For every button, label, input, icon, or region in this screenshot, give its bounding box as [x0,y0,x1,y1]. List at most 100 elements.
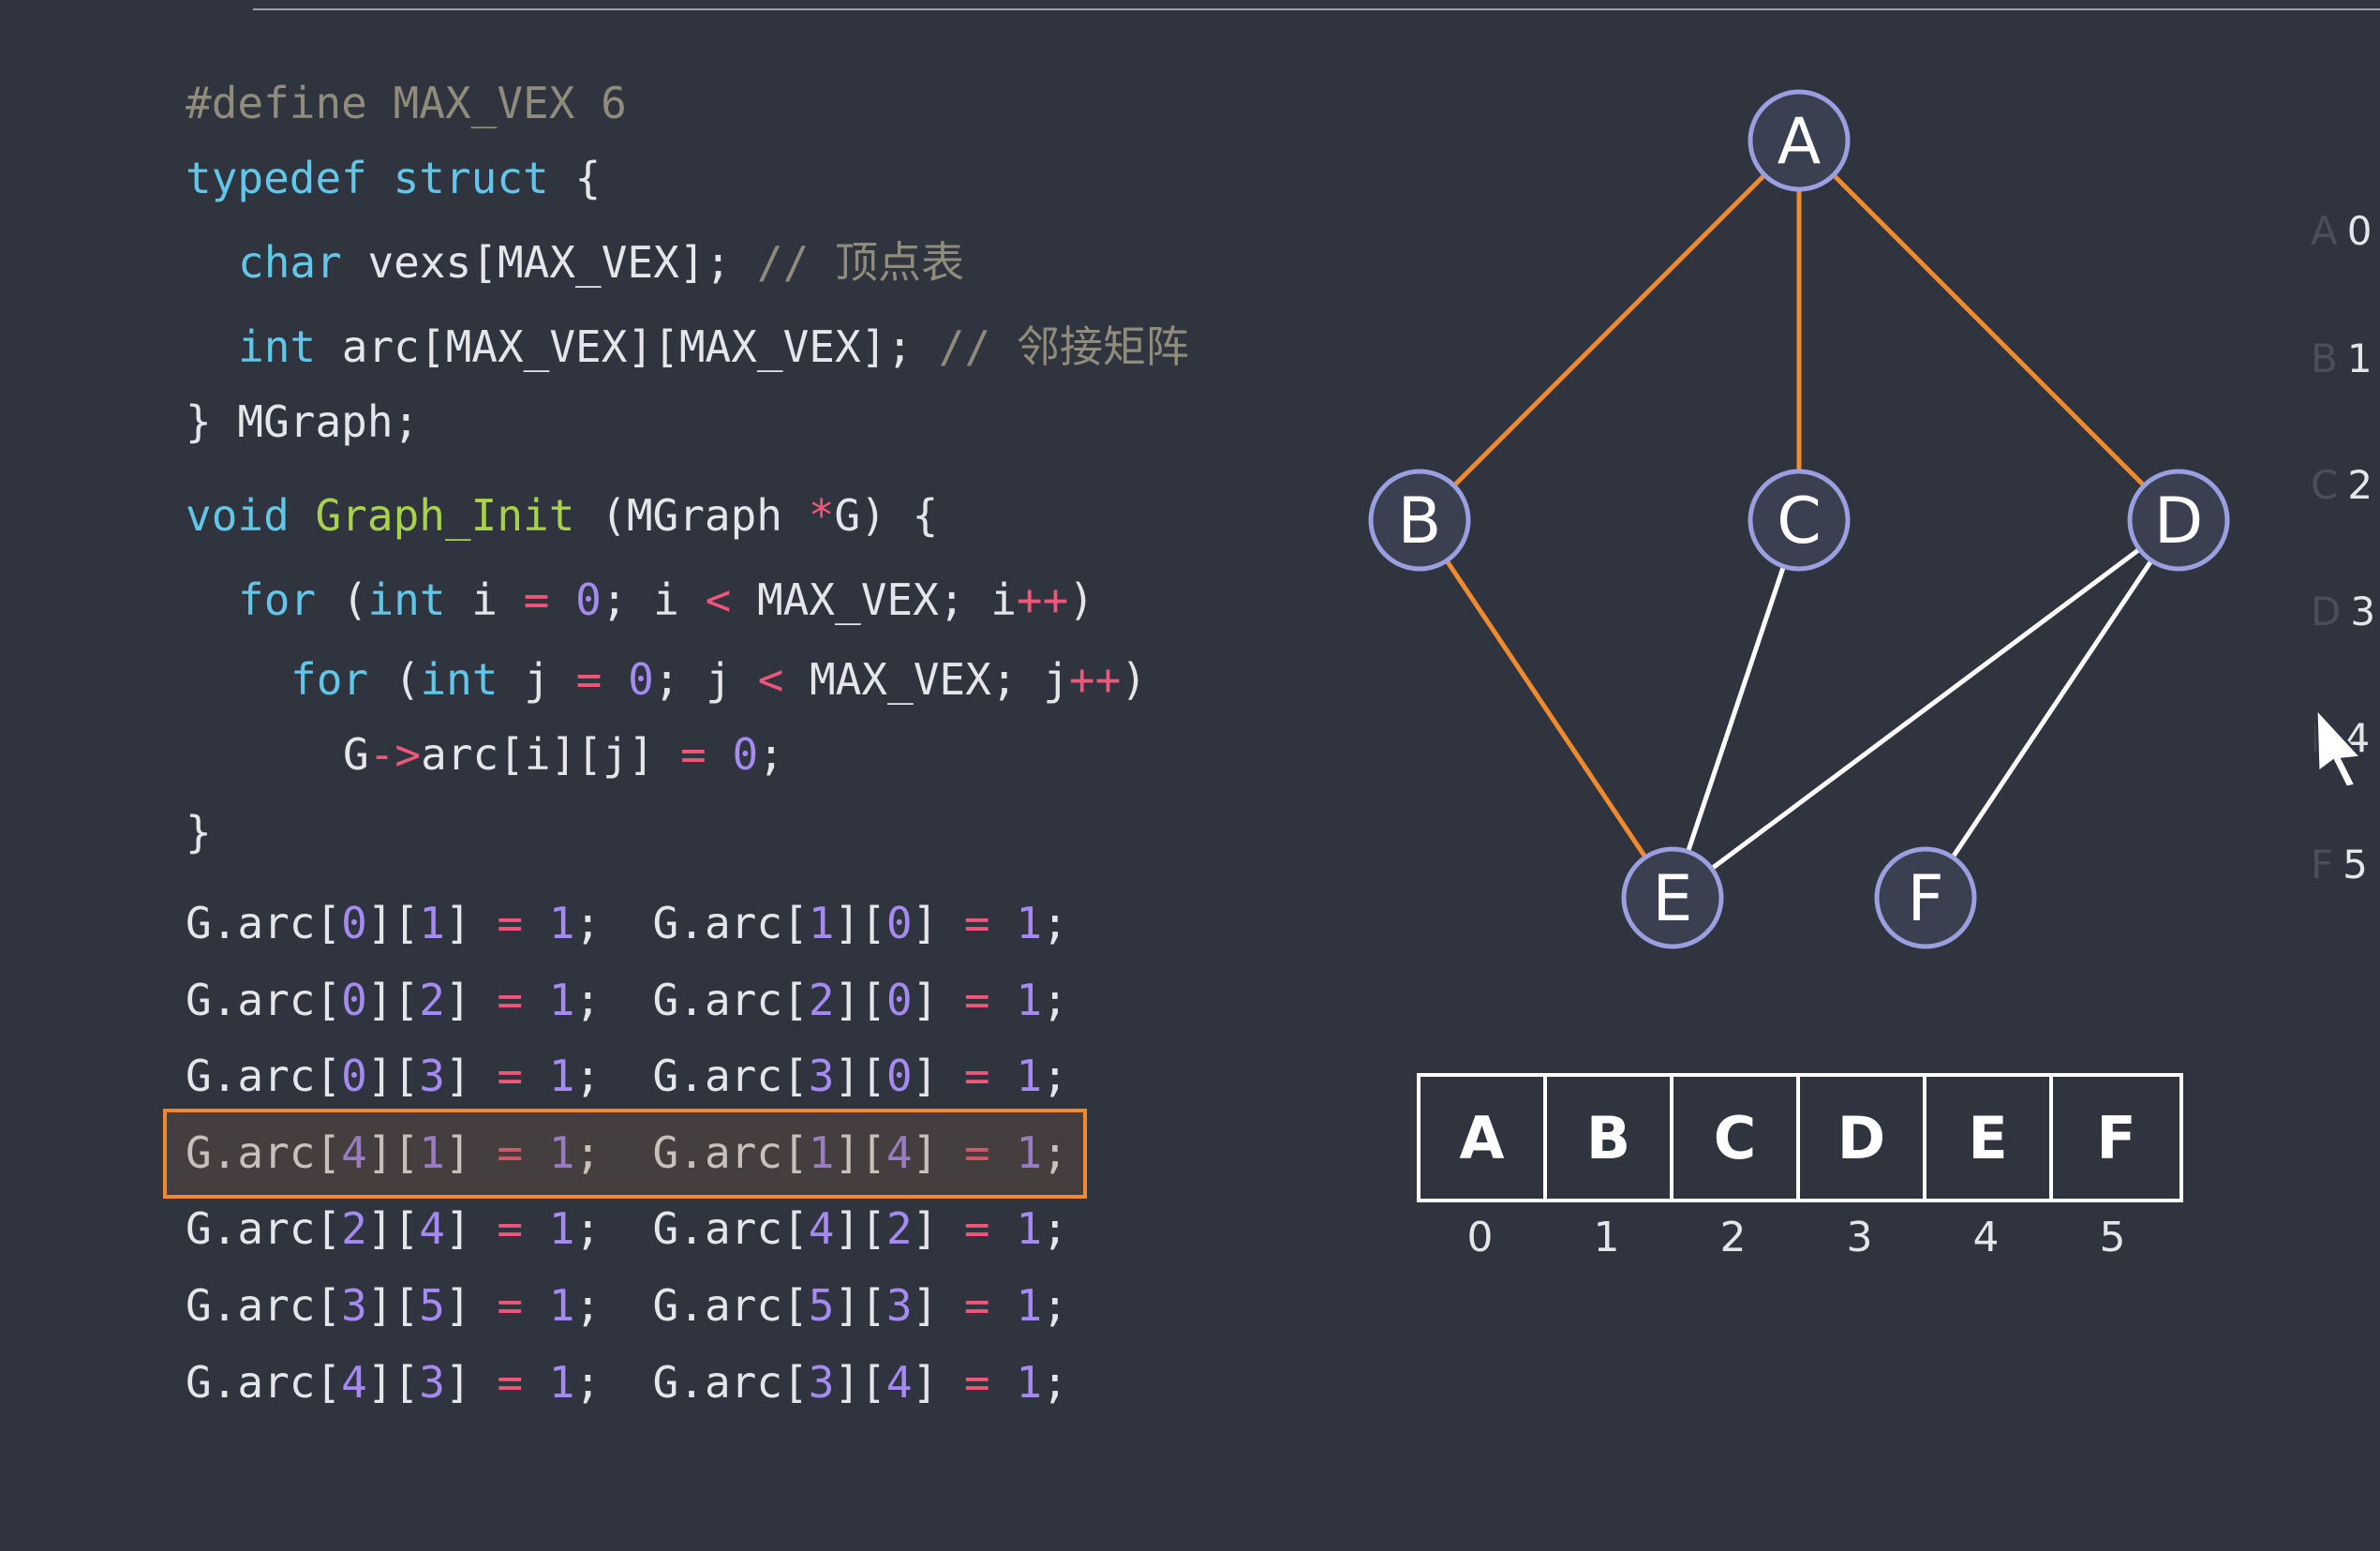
code-token: ; [1042,898,1068,948]
code-token: 3 [419,1357,445,1408]
code-token: 1 [1016,1357,1043,1408]
code-token [549,574,575,625]
code-token: 1 [419,898,445,948]
code-token: 0 [732,729,759,780]
code-token: = [497,1051,524,1101]
code-token: 3 [885,1280,913,1331]
code-token: int [238,321,317,372]
code-line: G->arc[i][j] = 0; [343,726,784,783]
code-line: int arc[MAX_VEX][MAX_VEX]; // 邻接矩阵 [238,319,1189,375]
graph-node-label: E [1653,862,1693,936]
code-line: G.arc[4][3] = 1; G.arc[3][4] = 1; [186,1354,1068,1410]
code-token: int [420,654,498,705]
graph-node-label: A [1778,105,1822,179]
code-token: G.arc[ [186,1127,342,1178]
code-token: ][ [366,1203,420,1254]
code-line: G.arc[2][4] = 1; G.arc[4][2] = 1; [186,1201,1068,1257]
code-token: ; [1042,1280,1068,1331]
code-token: 1 [548,1280,575,1331]
code-token: = [963,898,990,948]
vertex-cell: E [1926,1077,2053,1199]
code-token: 顶点表 [834,237,964,288]
code-token: 3 [341,1280,367,1331]
code-token: ] [444,975,498,1025]
graph-node-label: B [1398,485,1442,559]
code-token: 1 [1016,1203,1043,1254]
code-token: 1 [548,1127,575,1178]
code-token: 0 [885,975,913,1025]
top-divider [253,8,2380,10]
code-token: 4 [885,1357,913,1408]
code-token: 0 [885,898,913,948]
code-token: = [963,1203,990,1254]
vertex-index: 2 [1719,1214,1747,1261]
code-token: // [756,237,835,288]
code-token: G.arc[ [186,1051,342,1101]
code-token: 1 [548,1203,575,1254]
code-token: } MGraph; [186,396,420,447]
code-line: #define MAX_VEX 6 [186,75,627,131]
graph-node-circle [1874,846,1977,949]
code-token: j [498,654,576,705]
code-token: MAX_VEX; i [731,574,1017,625]
code-token [523,1280,549,1331]
code-token: ][ [834,1203,886,1254]
graph-node-D: D [2127,469,2230,572]
code-token: { [548,153,602,203]
code-token: = [963,975,990,1025]
code-line: G.arc[0][2] = 1; G.arc[2][0] = 1; [186,972,1068,1028]
code-token: 2 [808,975,835,1025]
code-token: 2 [419,975,445,1025]
code-token: i [445,574,524,625]
code-token: char [238,237,342,288]
code-token: -> [368,729,422,780]
code-token: = [523,574,550,625]
code-token: ; i [601,574,706,625]
code-token: struct [393,153,549,203]
code-token: #define MAX_VEX 6 [186,78,627,128]
code-token: ; G.arc[ [574,1357,809,1408]
code-token: = [497,898,524,948]
code-token: ; [758,729,784,780]
code-token [990,975,1017,1025]
code-token: = [575,654,602,705]
vertex-index: 4 [1972,1214,2000,1261]
code-token [707,729,733,780]
vertex-cell: D [1800,1077,1926,1199]
code-token: ][ [366,1280,420,1331]
code-token: Graph_Init [315,490,575,541]
code-token: 1 [548,975,575,1025]
code-token: ] [444,1357,498,1408]
graph-edge-A-B [1418,139,1801,522]
code-token: 1 [1016,898,1043,948]
code-token: 0 [575,574,602,625]
code-token: 4 [419,1203,445,1254]
code-token: G.arc[ [186,975,342,1025]
code-token: 4 [341,1357,367,1408]
code-token: = [963,1357,990,1408]
code-token: ] [912,1280,964,1331]
code-token: = [497,975,524,1025]
vertex-cell: F [2096,1103,2136,1172]
code-token: = [497,1127,524,1178]
code-token: ] [444,898,498,948]
code-token: ] [444,1051,498,1101]
code-line: } MGraph; [186,394,419,450]
code-token: // [938,321,1017,372]
graph-node-label: F [1907,862,1943,936]
vertex-index: 3 [1846,1214,1873,1261]
code-token: ( [368,654,421,705]
code-token: ] [912,1357,964,1408]
side-list-number: 3 [2350,589,2376,634]
code-line: char vexs[MAX_VEX]; // 顶点表 [238,234,964,291]
code-token: 5 [419,1280,445,1331]
code-token [990,1280,1017,1331]
graph-node-E: E [1621,846,1724,949]
code-token: } [186,807,212,858]
code-token: 3 [419,1051,445,1101]
code-token: ][ [366,1127,420,1178]
code-token: ( [316,574,368,625]
